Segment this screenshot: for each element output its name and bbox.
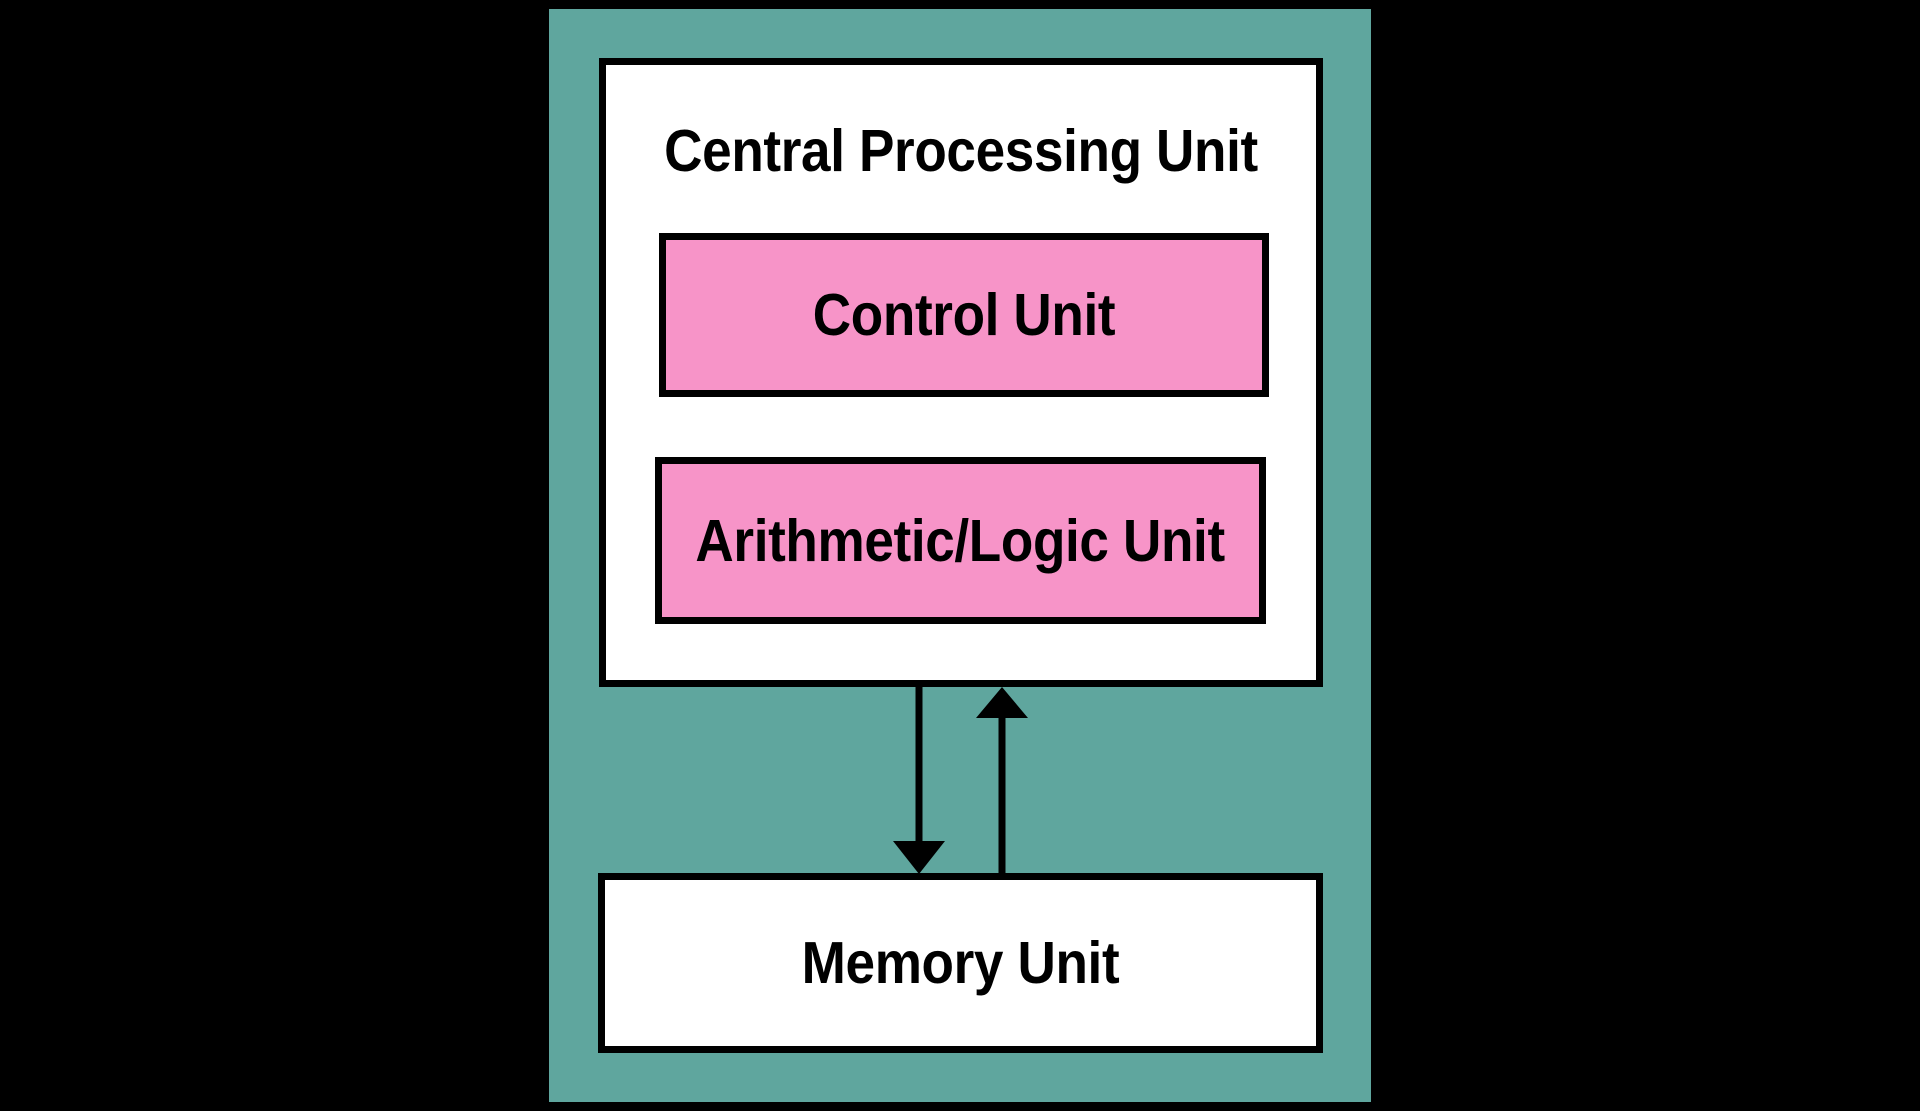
memory-unit-box: Memory Unit — [598, 873, 1323, 1053]
arithmetic-logic-unit-box: Arithmetic/Logic Unit — [655, 457, 1266, 624]
memory-unit-label: Memory Unit — [801, 930, 1120, 996]
arithmetic-logic-unit-label: Arithmetic/Logic Unit — [695, 507, 1226, 574]
control-unit-label: Control Unit — [812, 282, 1116, 348]
control-unit-box: Control Unit — [659, 233, 1269, 397]
central-processing-unit-label: Central Processing Unit — [664, 118, 1258, 184]
